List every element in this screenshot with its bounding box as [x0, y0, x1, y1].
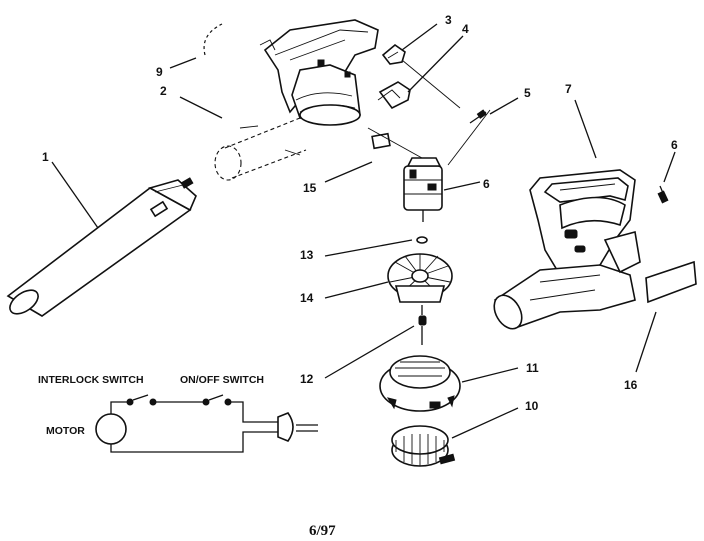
housing-half [259, 19, 379, 126]
part-12-nut [418, 305, 427, 345]
motor-label: MOTOR [46, 425, 85, 437]
callout-4: 4 [462, 22, 469, 36]
wiring-schematic: INTERLOCK SWITCH ON/OFF SWITCH MOTOR [38, 374, 318, 453]
part-2-intake-outline [214, 117, 307, 181]
part-15-switch-block [371, 132, 391, 150]
callout-11: 11 [526, 361, 539, 375]
part-13-washer [416, 236, 428, 244]
callout-14: 14 [300, 291, 314, 305]
callout-5: 5 [524, 86, 531, 100]
callout-2: 2 [160, 84, 167, 98]
callout-9: 9 [156, 65, 163, 79]
part-6-motor [403, 157, 443, 222]
leader-lines [51, 23, 676, 439]
part-10-blower-wheel [391, 425, 456, 467]
callout-7: 7 [565, 82, 572, 96]
part-14-fan-impeller [387, 253, 453, 303]
callout-13: 13 [300, 248, 314, 262]
assembly-lines [367, 59, 491, 166]
part-5-screw [469, 109, 487, 124]
callout-12: 12 [300, 372, 314, 386]
interlock-switch-label: INTERLOCK SWITCH [38, 374, 144, 386]
part-6-screw-right [657, 185, 669, 204]
part-7-blower-assembly [493, 169, 641, 330]
callout-16: 16 [624, 378, 638, 392]
callout-labels: 1 9 2 3 4 5 7 6 6 15 13 14 12 11 10 16 [42, 13, 678, 413]
part-16-flap [645, 260, 697, 304]
callout-6-motor: 6 [483, 177, 490, 191]
onoff-switch-label: ON/OFF SWITCH [180, 374, 264, 386]
page-code: 6/97 [309, 523, 336, 539]
part-11-impeller-plate [379, 355, 461, 412]
motor-symbol [95, 413, 127, 445]
part-3-switch [381, 43, 406, 65]
part-4-clip [377, 81, 411, 110]
callout-1: 1 [42, 150, 49, 164]
callout-10: 10 [525, 399, 539, 413]
callout-3: 3 [445, 13, 452, 27]
callout-6-right: 6 [671, 138, 678, 152]
part-1-blower-tube [6, 177, 197, 317]
part-9-strap [203, 23, 223, 56]
callout-15: 15 [303, 181, 317, 195]
